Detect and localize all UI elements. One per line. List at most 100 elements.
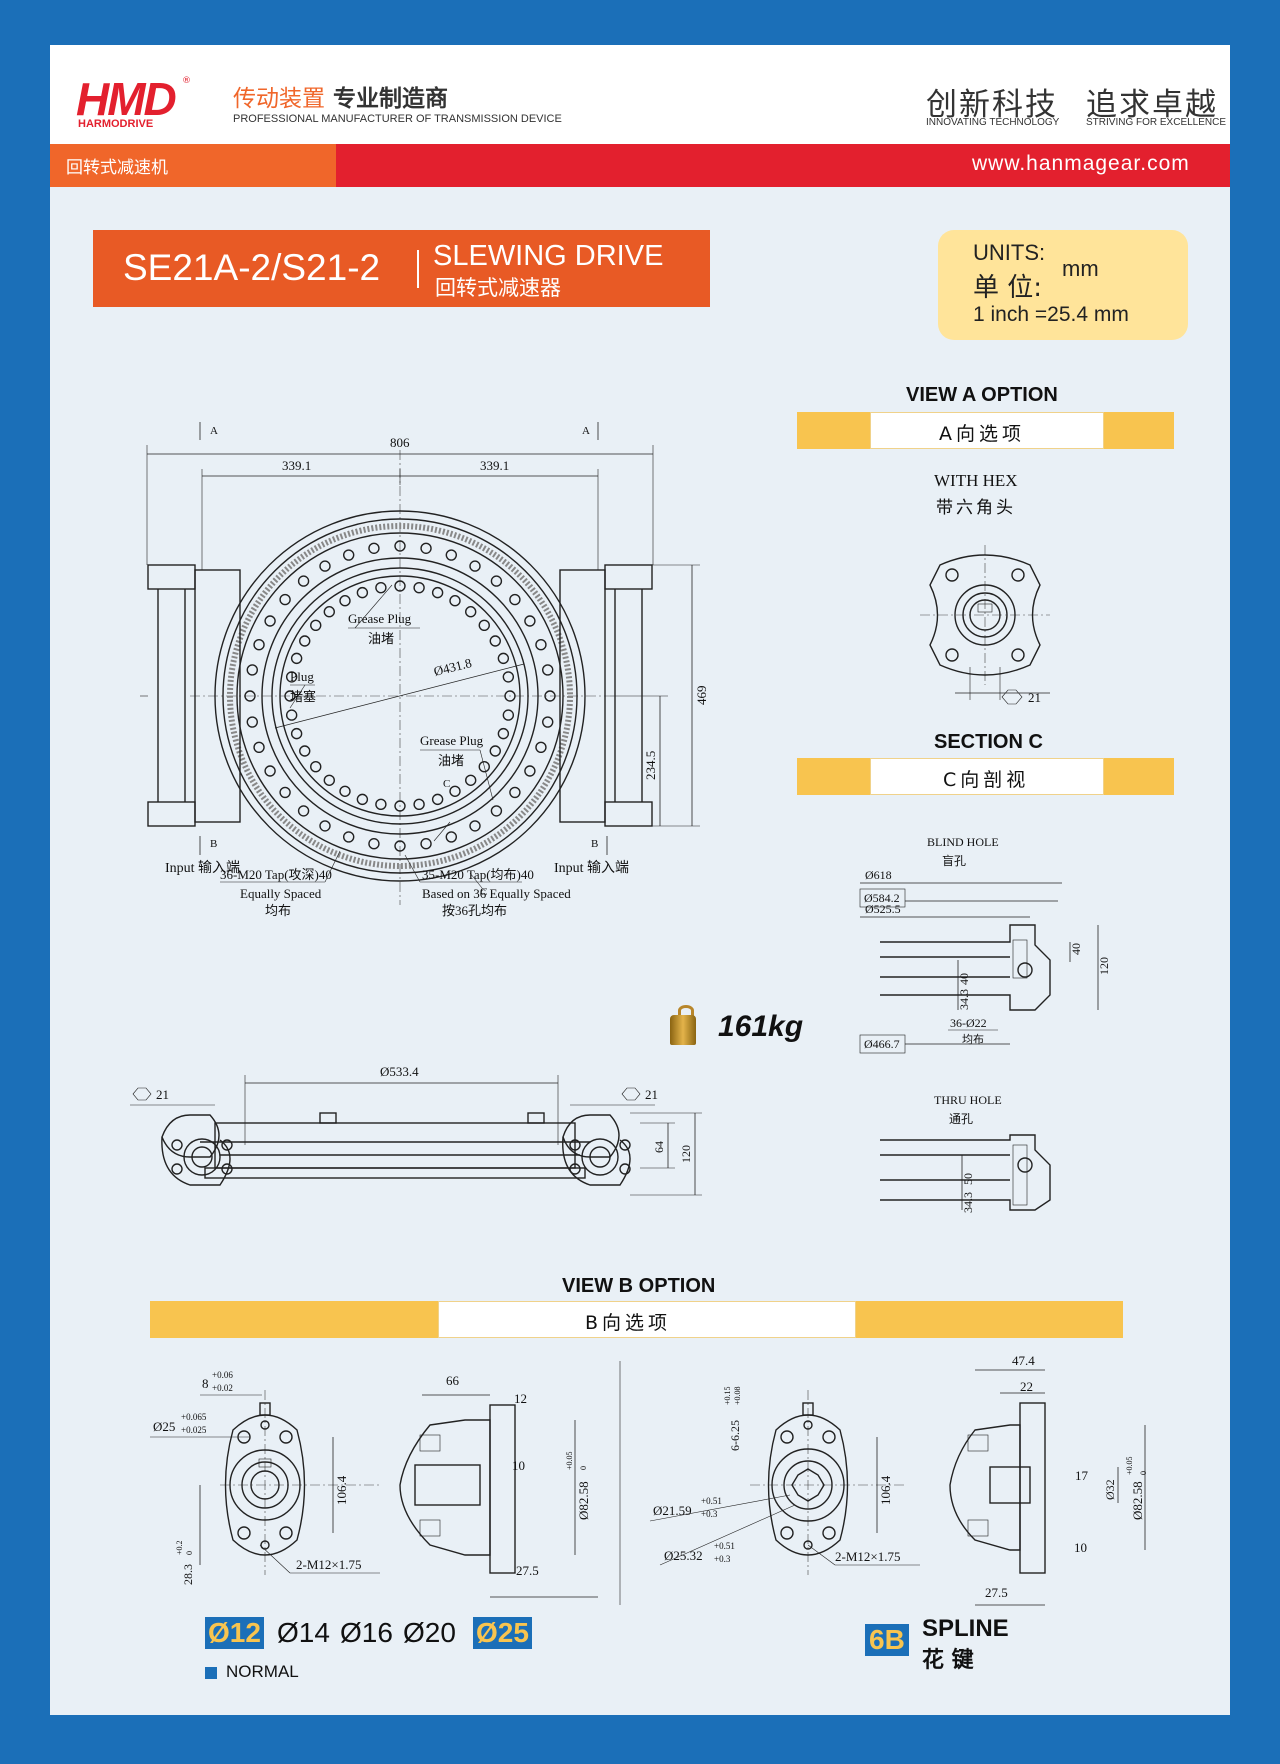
plug-label-cn: 堵塞 xyxy=(290,689,316,704)
bolt-hole xyxy=(490,575,503,587)
spline-badge[interactable]: 6B xyxy=(865,1624,909,1656)
dim-c-343: 34.3 xyxy=(957,989,971,1010)
shaft-option-20[interactable]: Ø20 xyxy=(403,1617,456,1648)
left-d8258: Ø82.58 xyxy=(576,1481,591,1520)
right-d2159: Ø21.59 xyxy=(653,1503,692,1518)
input-label-right: Input 输入端 xyxy=(554,860,629,876)
bolt-hole xyxy=(253,741,265,754)
slogan-striving-en: STRIVING FOR EXCELLENCE xyxy=(1086,117,1227,128)
section-c-banner-text: C向剖视 xyxy=(943,769,1030,791)
holes-count-cn: 均布 xyxy=(962,1033,984,1046)
key-width: 8 xyxy=(202,1376,209,1391)
dim-c-343b: 34.3 xyxy=(961,1192,975,1213)
bolt-hole xyxy=(375,798,387,811)
normal-legend-label: NORMAL xyxy=(226,1662,299,1681)
technical-drawings: 806 339.1 339.1 A A B B Input 输入端 Input … xyxy=(130,422,1148,1606)
side-hex-left: 21 xyxy=(156,1087,169,1102)
tap-note-2-line1: 35-M20 Tap(均布)40 xyxy=(422,867,534,882)
units-conversion: 1 inch =25.4 mm xyxy=(973,303,1129,326)
section-c-drawing: BLIND HOLE 盲孔 Ø618 Ø584.2 Ø525.5 40 120 … xyxy=(859,835,1111,1213)
bolt-hole xyxy=(465,606,477,618)
bolt-hole xyxy=(246,664,258,676)
bolt-hole xyxy=(478,761,490,773)
holes-count: 36-Ø22 xyxy=(950,1016,987,1030)
bolt-hole xyxy=(264,765,276,777)
bolt-hole xyxy=(290,727,303,740)
bolt-hole xyxy=(524,765,536,777)
right-d8258-tol-up: +0.05 xyxy=(1125,1456,1134,1475)
tap-note-1-line3: 均布 xyxy=(265,903,291,918)
bolt-hole xyxy=(509,593,521,606)
bolt-hole xyxy=(420,542,432,554)
weight-icon xyxy=(670,1005,696,1045)
bolt-hole xyxy=(469,560,481,572)
product-title-box: SE21A-2/S21-2 SLEWING DRIVE 回转式减速器 xyxy=(93,230,710,307)
inner-bolt-holes xyxy=(284,580,516,812)
bolt-hole xyxy=(368,838,380,850)
shaft-option-14[interactable]: Ø14 xyxy=(277,1617,330,1648)
bolt-hole xyxy=(449,785,461,797)
tagline-en: PROFESSIONAL MANUFACTURER OF TRANSMISSIO… xyxy=(233,113,562,125)
left-width-12: 12 xyxy=(514,1391,527,1406)
side-view-drawing: Ø533.4 21 21 xyxy=(130,1064,702,1196)
bore-tol-up: +0.065 xyxy=(181,1412,207,1422)
bolt-hole xyxy=(246,716,258,728)
title-divider xyxy=(417,250,419,288)
view-b-left-drawing: 8 +0.06 +0.02 Ø25 +0.065 +0.025 106.4 28… xyxy=(150,1370,598,1598)
slogan-striving-cn: 追求卓越 xyxy=(1086,87,1218,123)
tap-note-1-line1: 36-M20 Tap(攻深)40 xyxy=(220,867,332,882)
bolt-hole xyxy=(323,606,335,618)
section-mark-c-bottom: C xyxy=(480,886,487,898)
left-thread: 2-M12×1.75 xyxy=(296,1557,361,1572)
spline-label-cn: 花 键 xyxy=(922,1648,974,1673)
section-mark-a-right: A xyxy=(582,425,590,437)
right-thread: 2-M12×1.75 xyxy=(835,1549,900,1564)
bolt-hole xyxy=(431,586,444,599)
shaft-option-25[interactable]: Ø25 xyxy=(473,1617,532,1649)
website-url[interactable]: www.hanmagear.com xyxy=(972,152,1190,175)
right-d2532-tol-dn: +0.3 xyxy=(714,1554,731,1564)
bolt-hole xyxy=(544,690,556,702)
bolt-hole xyxy=(285,671,298,683)
units-value: mm xyxy=(1062,256,1099,281)
left-width-66: 66 xyxy=(446,1373,460,1388)
bolt-hole xyxy=(413,581,425,594)
right-width-10: 10 xyxy=(1074,1540,1087,1555)
left-width-275: 27.5 xyxy=(516,1563,539,1578)
bolt-hole xyxy=(368,542,380,554)
right-d8258-tol-dn: 0 xyxy=(1139,1471,1148,1475)
left-d8258-tol-dn: 0 xyxy=(579,1466,588,1470)
weight-value: 161kg xyxy=(718,1010,804,1043)
tagline-cn-dark: 专业制造商 xyxy=(333,86,448,112)
right-d8258: Ø82.58 xyxy=(1130,1481,1145,1520)
dim-height-2345: 234.5 xyxy=(643,751,658,780)
right-housing xyxy=(559,564,653,827)
main-top-view: 806 339.1 339.1 A A B B Input 输入端 Input … xyxy=(140,422,709,918)
bolt-hole xyxy=(342,549,355,561)
header-orange-bar xyxy=(50,144,336,187)
spline-size-tol-dn: +0.08 xyxy=(733,1386,742,1405)
bolt-hole xyxy=(319,560,331,572)
bolt-hole xyxy=(489,745,501,757)
section-c-title: SECTION C xyxy=(934,731,1043,753)
bolt-hole xyxy=(394,580,406,592)
bolt-hole xyxy=(542,664,554,676)
plug-label: Plug xyxy=(290,669,314,684)
bolt-hole xyxy=(502,709,515,721)
shaft-option-12[interactable]: Ø12 xyxy=(205,1617,264,1649)
right-width-17: 17 xyxy=(1075,1468,1089,1483)
right-d2159-tol-dn: +0.3 xyxy=(701,1509,718,1519)
tap-note-1-line2: Equally Spaced xyxy=(240,886,322,901)
view-a-caption-cn: 带六角头 xyxy=(936,498,1016,518)
bore-tol-dn: +0.025 xyxy=(181,1425,207,1435)
view-a-banner-text: A向选项 xyxy=(939,423,1025,445)
bolt-hole xyxy=(445,831,458,843)
dim-d466: Ø466.7 xyxy=(864,1037,900,1051)
slogan-innovating-en: INNOVATING TECHNOLOGY xyxy=(926,117,1060,128)
shaft-option-16[interactable]: Ø16 xyxy=(340,1617,393,1648)
input-label-left: Input 输入端 xyxy=(165,860,240,876)
bolt-hole xyxy=(502,671,515,683)
bolt-hole xyxy=(310,619,322,631)
left-height-1064: 106.4 xyxy=(334,1475,349,1505)
view-b-right-drawing: 6-6.25 +0.15 +0.08 Ø21.59 +0.51 +0.3 Ø25… xyxy=(649,1353,1148,1606)
